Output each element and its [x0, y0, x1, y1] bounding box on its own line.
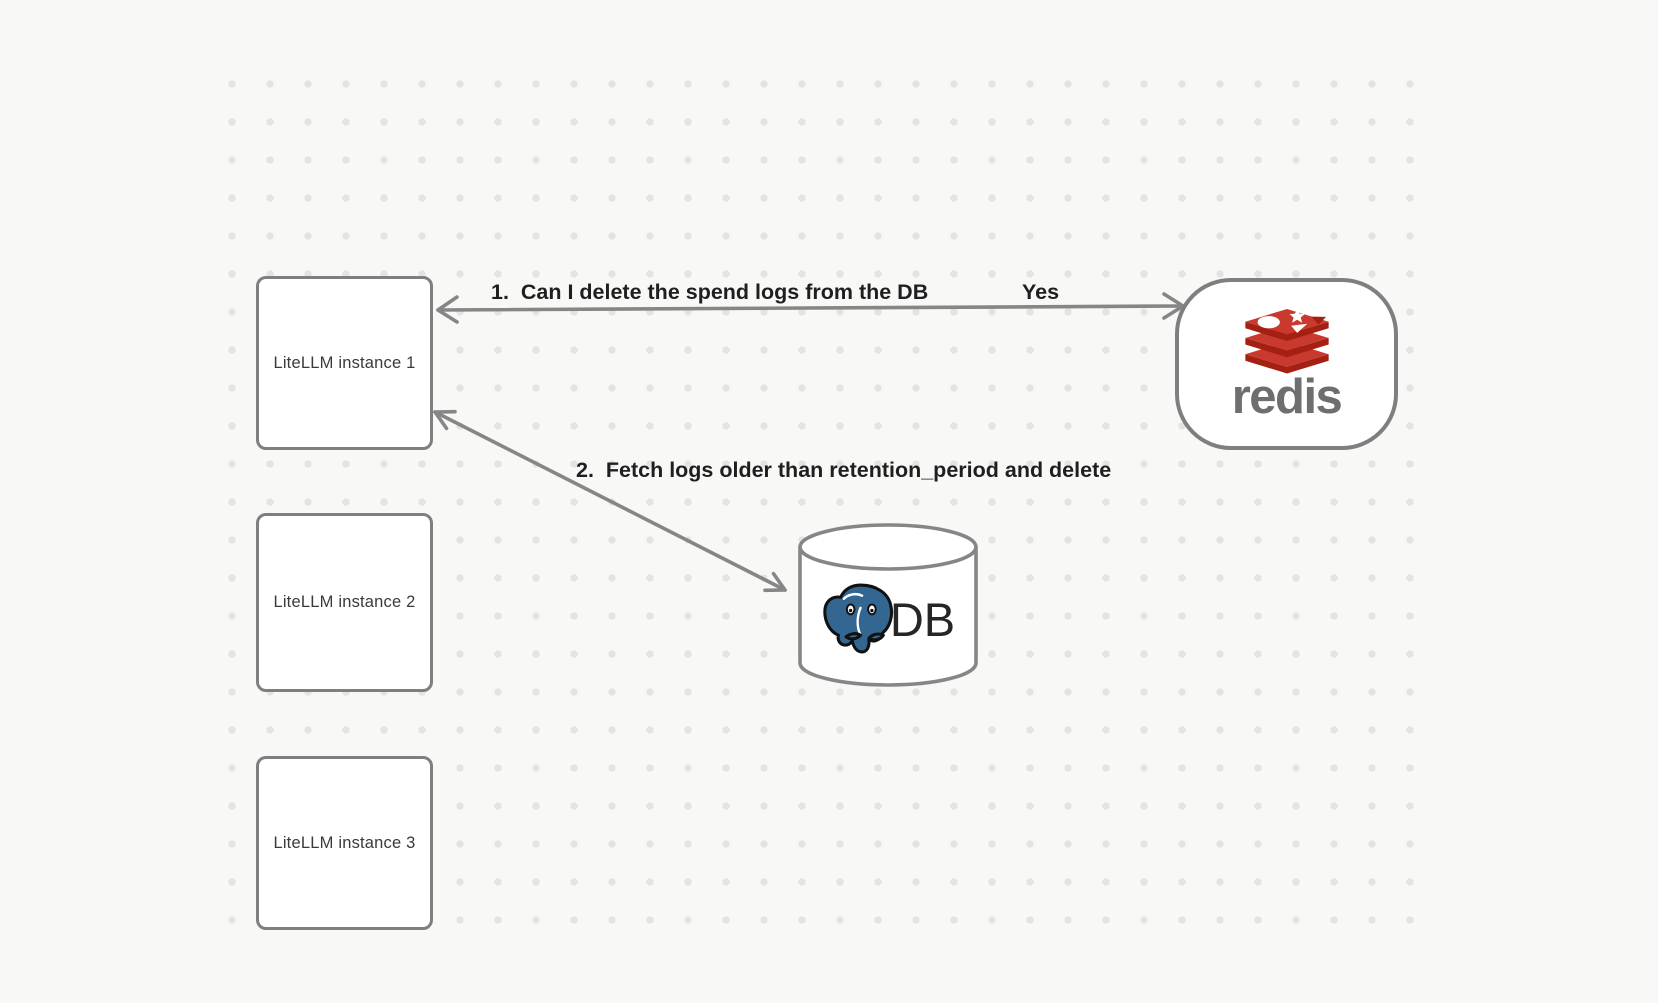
node-litellm-instance-1: LiteLLM instance 1: [256, 276, 433, 450]
node-label: LiteLLM instance 2: [273, 593, 416, 611]
node-db: DB: [796, 521, 980, 689]
node-label: LiteLLM instance 1: [273, 353, 416, 372]
node-redis: redis: [1175, 278, 1398, 450]
db-label: DB: [889, 592, 956, 646]
edge-arrow-db: [433, 409, 787, 593]
postgresql-elephant-icon: [823, 583, 893, 654]
edge-label-2: 2. Fetch logs older than retention_perio…: [576, 458, 1112, 482]
redis-wordmark: redis: [1231, 369, 1343, 424]
redis-logo-icon: [1244, 308, 1329, 373]
edge-label-yes: Yes: [1022, 280, 1060, 304]
edge-label-1: 1. Can I delete the spend logs from the …: [491, 280, 929, 304]
node-litellm-instance-2: LiteLLM instance 2: [256, 513, 433, 692]
node-litellm-instance-3: LiteLLM instance 3: [256, 756, 433, 930]
node-label: LiteLLM instance 3: [273, 833, 416, 852]
